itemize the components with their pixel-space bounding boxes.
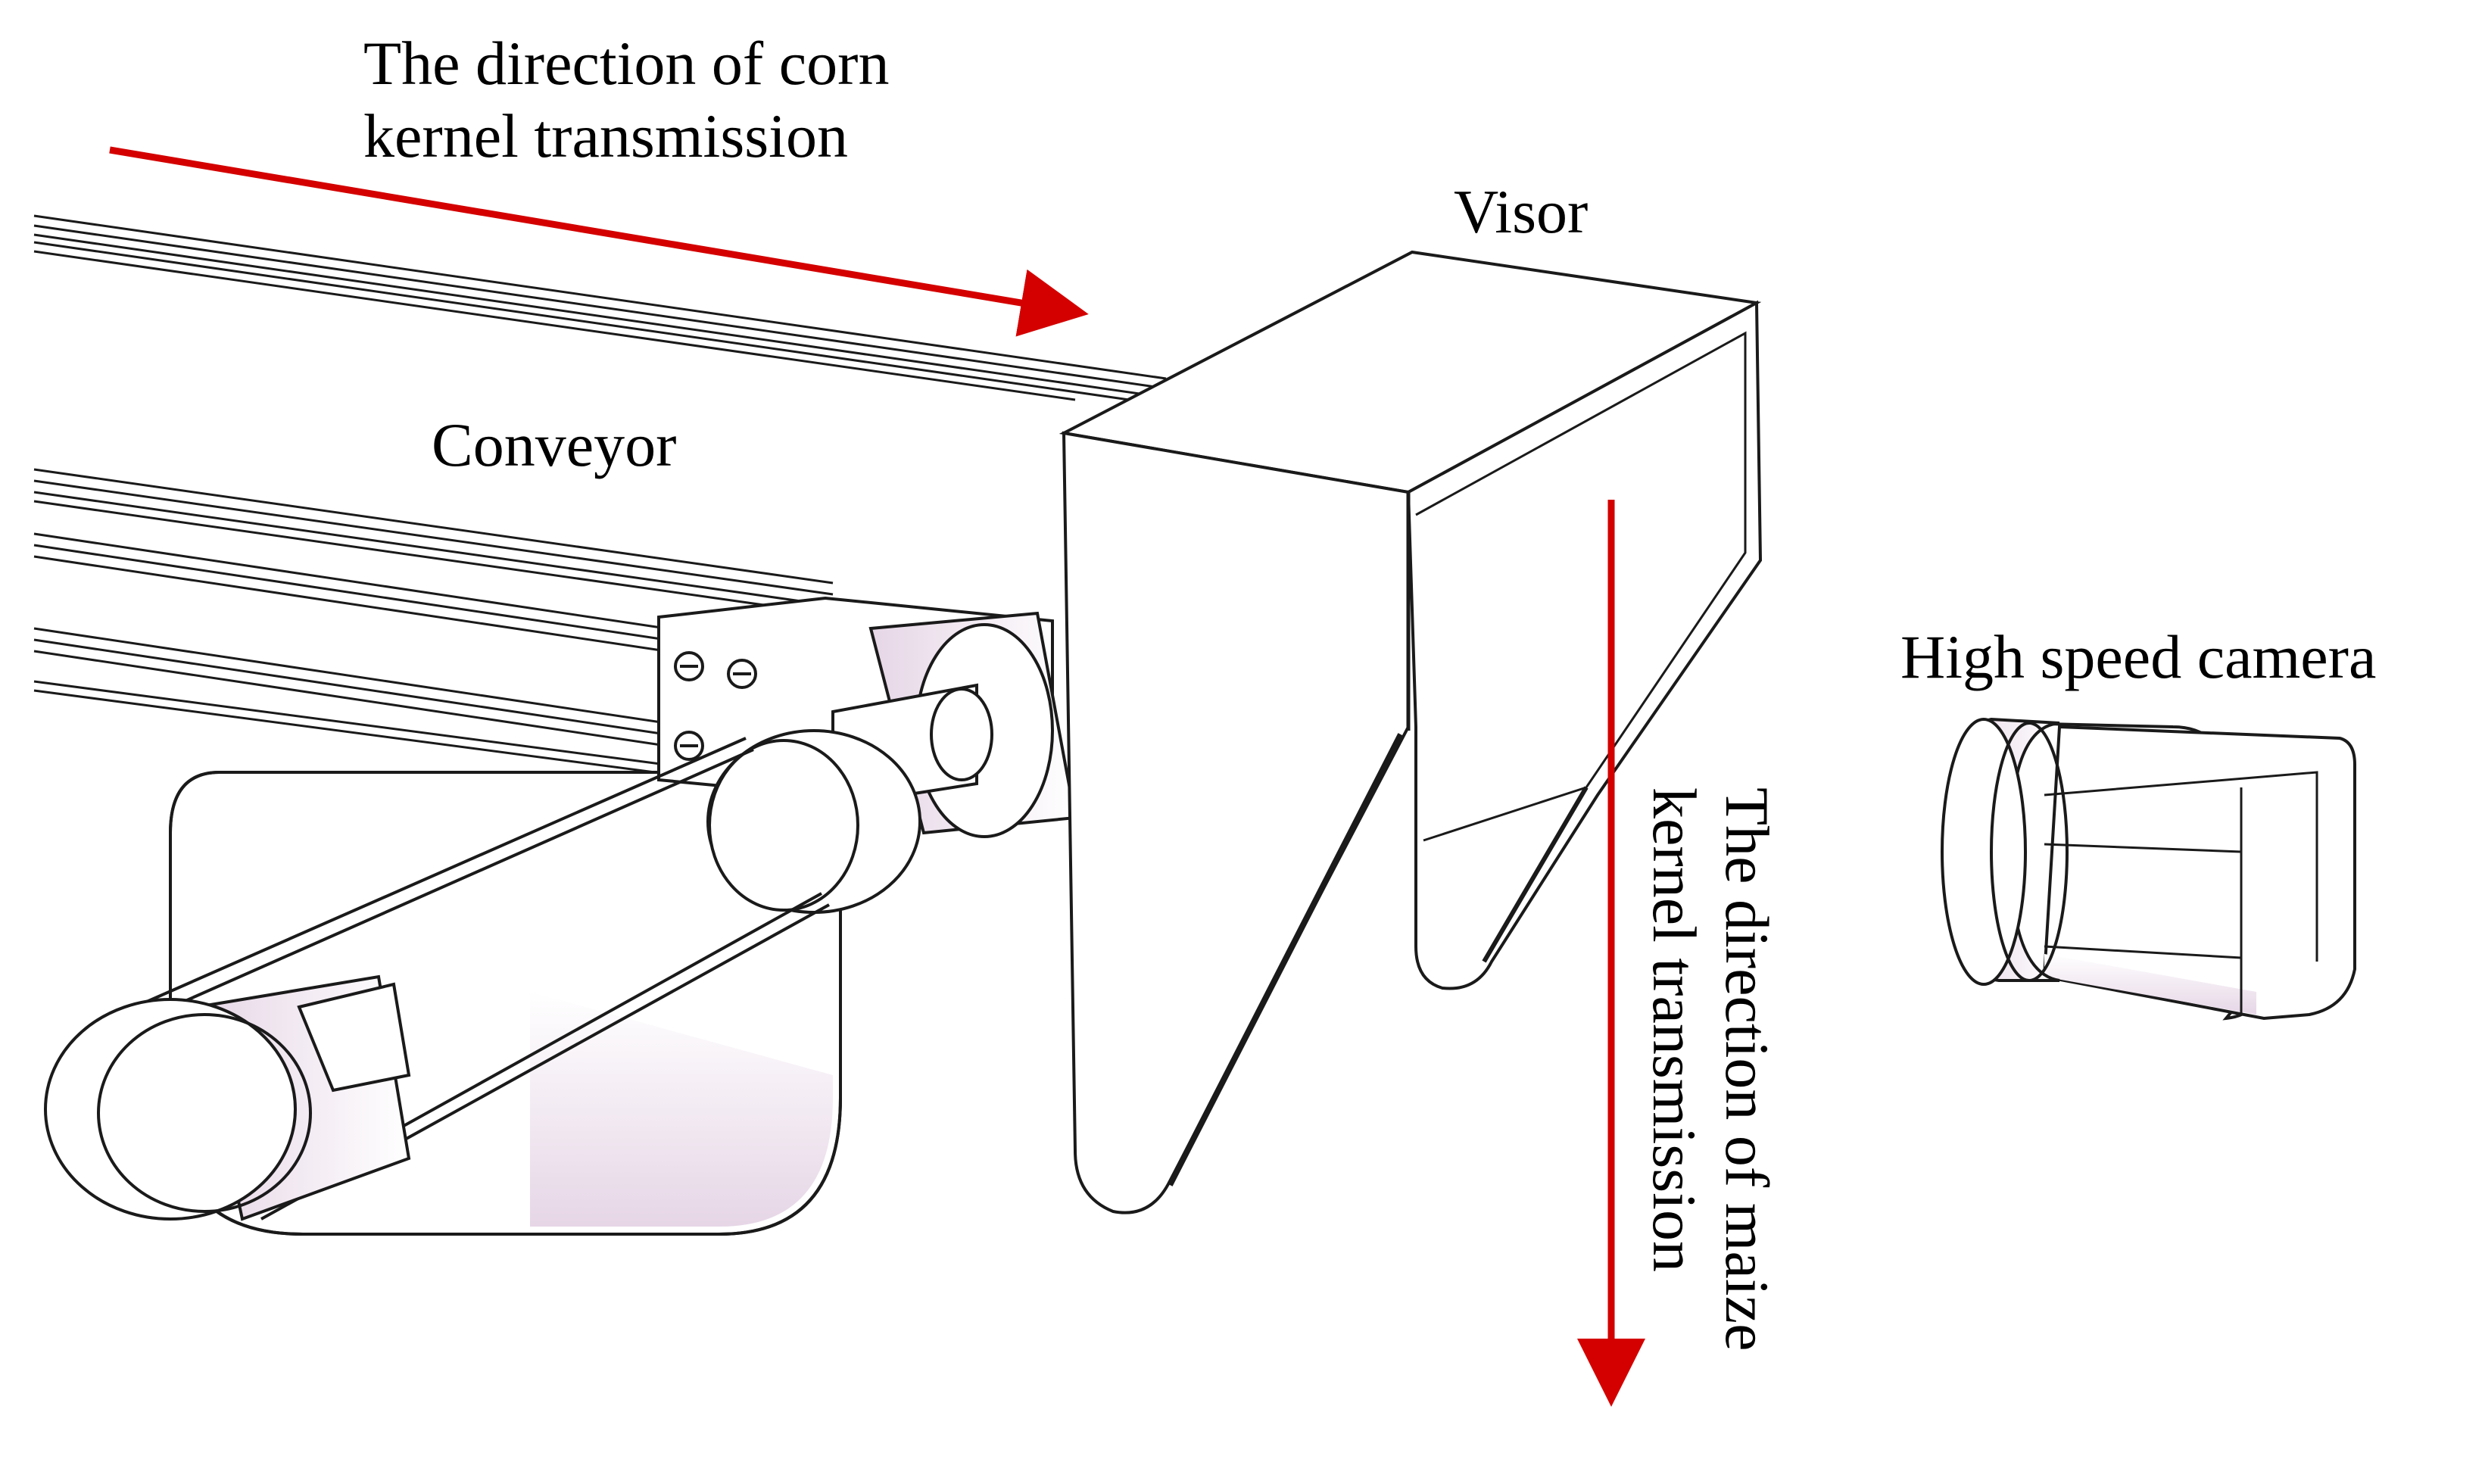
visor-label: Visor bbox=[1454, 177, 1589, 246]
vertical-arrow-label-line1: The direction of maize bbox=[1713, 787, 1782, 1352]
vertical-arrow-label: The direction of maize kernel transmissi… bbox=[1638, 787, 1783, 1352]
camera-label: High speed camera bbox=[1900, 622, 2377, 691]
small-pulley bbox=[706, 729, 921, 914]
horizontal-arrow-label: The direction of corn kernel transmissio… bbox=[363, 27, 889, 173]
conveyor-label: Conveyor bbox=[432, 410, 677, 479]
high-speed-camera bbox=[1941, 717, 2356, 1021]
horizontal-arrow-label-line2: kernel transmission bbox=[363, 101, 848, 170]
large-pulley bbox=[44, 974, 411, 1221]
horizontal-direction-arrow bbox=[109, 146, 1089, 337]
conveyor-frame bbox=[33, 468, 834, 775]
visor bbox=[1059, 250, 1763, 1214]
upper-rail bbox=[33, 214, 1167, 407]
vertical-arrow-label-line2: kernel transmission bbox=[1640, 787, 1709, 1272]
horizontal-arrow-label-line1: The direction of corn bbox=[363, 29, 890, 98]
